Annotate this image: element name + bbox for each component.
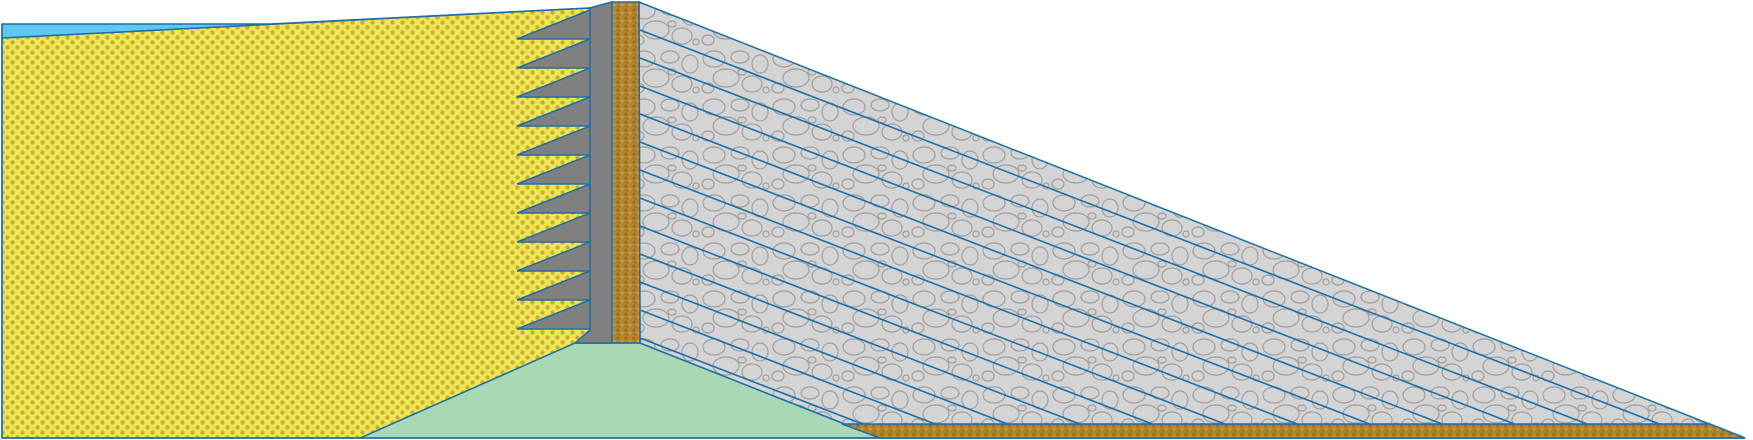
reinforcement-layer-line: [639, 113, 1443, 425]
reinforcement-layer-line: [639, 309, 936, 425]
reinforcement-layer-line: [639, 281, 1008, 425]
reinforcement-layer-line: [639, 57, 1588, 425]
filter-gravel-column: [611, 1, 641, 344]
rockfill-embankment: [638, 0, 1746, 439]
bottom-drainage-layer: [841, 423, 1746, 439]
reinforcement-layer-line: [639, 197, 1226, 425]
reinforcement-layer-line: [639, 337, 863, 425]
reinforcement-layer-line: [639, 85, 1515, 425]
sheet-pile-wall: [516, 1, 613, 344]
reinforcement-layer-line: [639, 225, 1153, 425]
reinforcement-layer-line: [639, 253, 1081, 425]
reinforcement-layer-line: [639, 169, 1298, 425]
reinforcement-layer-line: [639, 141, 1370, 425]
reinforcement-layer-line: [639, 29, 1660, 425]
reinforcement-layers: [639, 29, 1660, 425]
